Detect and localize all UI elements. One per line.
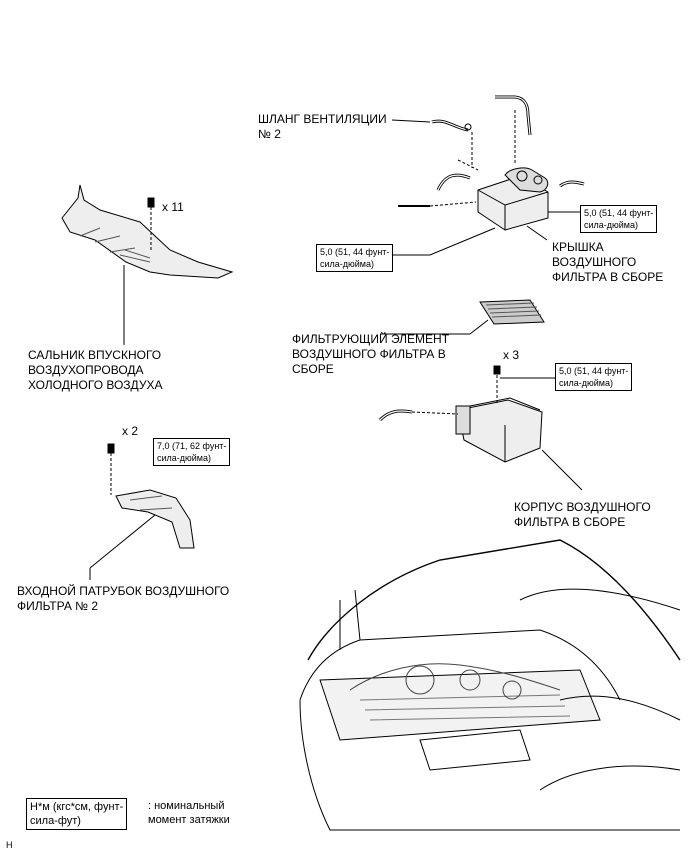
ventilation-hose-illustration: [431, 95, 532, 168]
label-line: ФИЛЬТРУЮЩИЙ ЭЛЕМЕНТ: [292, 332, 450, 346]
torque-line: сила-дюйма): [320, 259, 374, 269]
torque-line: 5,0 (51, 44 фунт-: [320, 247, 390, 257]
label-line: № 2: [258, 127, 281, 141]
filter-element-label: ФИЛЬТРУЮЩИЙ ЭЛЕМЕНТ ВОЗДУШНОГО ФИЛЬТРА В…: [292, 332, 449, 377]
cool-air-seal-illustration: [61, 184, 234, 345]
air-inlet-label: ВХОДНОЙ ПАТРУБОК ВОЗДУШНОГО ФИЛЬТРА № 2: [17, 584, 229, 614]
label-line: ФИЛЬТРА В СБОРЕ: [514, 515, 626, 529]
air-cleaner-cap-label: КРЫШКА ВОЗДУШНОГО ФИЛЬТРА В СБОРЕ: [552, 240, 663, 285]
torque-box-cap-left: 5,0 (51, 44 фунт- сила-дюйма): [316, 244, 394, 272]
seal-bolt-quantity: x 11: [162, 200, 184, 214]
torque-line: сила-дюйма): [157, 453, 211, 463]
label-line: ВОЗДУШНОГО ФИЛЬТРА В: [292, 347, 446, 361]
torque-line: 5,0 (51, 44 фунт-: [559, 366, 629, 376]
legend-line: момент затяжки: [148, 814, 230, 826]
inlet-bolt-quantity: x 2: [122, 424, 139, 438]
label-line: ШЛАНГ ВЕНТИЛЯЦИИ: [258, 112, 387, 126]
label-line: ВОЗДУШНОГО: [552, 255, 637, 269]
label-line: ФИЛЬТРА В СБОРЕ: [552, 270, 664, 284]
legend-line: : номинальный: [148, 800, 225, 812]
air-inlet-illustration: [89, 443, 195, 580]
vehicle-illustration: [299, 539, 681, 831]
cool-air-seal-label: САЛЬНИК ВПУСКНОГО ВОЗДУХОПРОВОДА ХОЛОДНО…: [28, 348, 162, 393]
label-line: ФИЛЬТРА № 2: [17, 599, 99, 613]
torque-line: сила-дюйма): [559, 378, 613, 388]
air-cleaner-case-label: КОРПУС ВОЗДУШНОГО ФИЛЬТРА В СБОРЕ: [514, 500, 651, 530]
label-line: ВОЗДУХОПРОВОДА: [28, 363, 144, 377]
label-line: ВХОДНОЙ ПАТРУБОК ВОЗДУШНОГО: [17, 584, 230, 598]
torque-line: 5,0 (51, 44 фунт-: [584, 208, 654, 218]
label-line: СБОРЕ: [292, 362, 334, 376]
torque-box-cap-right: 5,0 (51, 44 фунт- сила-дюйма): [580, 205, 658, 233]
legend-line: сила-фут): [30, 815, 81, 827]
torque-line: сила-дюйма): [584, 220, 638, 230]
label-line: КРЫШКА: [552, 240, 604, 254]
filter-element-illustration: [380, 299, 545, 335]
legend-unit-box: Н*м (кгс*см, фунт- сила-фут): [26, 798, 128, 830]
torque-box-case: 5,0 (51, 44 фунт- сила-дюйма): [555, 363, 633, 391]
legend-line: Н*м (кгс*см, фунт-: [30, 801, 124, 813]
ventilation-hose-label: ШЛАНГ ВЕНТИЛЯЦИИ № 2: [258, 112, 387, 142]
label-line: КОРПУС ВОЗДУШНОГО: [514, 500, 651, 514]
label-line: ХОЛОДНОГО ВОЗДУХА: [28, 378, 163, 392]
corner-mark: H: [6, 840, 13, 850]
torque-box-inlet: 7,0 (71, 62 фунт- сила-дюйма): [153, 438, 231, 466]
air-cleaner-case-illustration: [378, 365, 583, 491]
torque-line: 7,0 (71, 62 фунт-: [157, 441, 227, 451]
legend-description: : номинальный момент затяжки: [148, 799, 230, 827]
case-bolt-quantity: x 3: [503, 348, 520, 362]
air-cleaner-cap-illustration: [390, 159, 585, 256]
label-line: САЛЬНИК ВПУСКНОГО: [28, 348, 162, 362]
